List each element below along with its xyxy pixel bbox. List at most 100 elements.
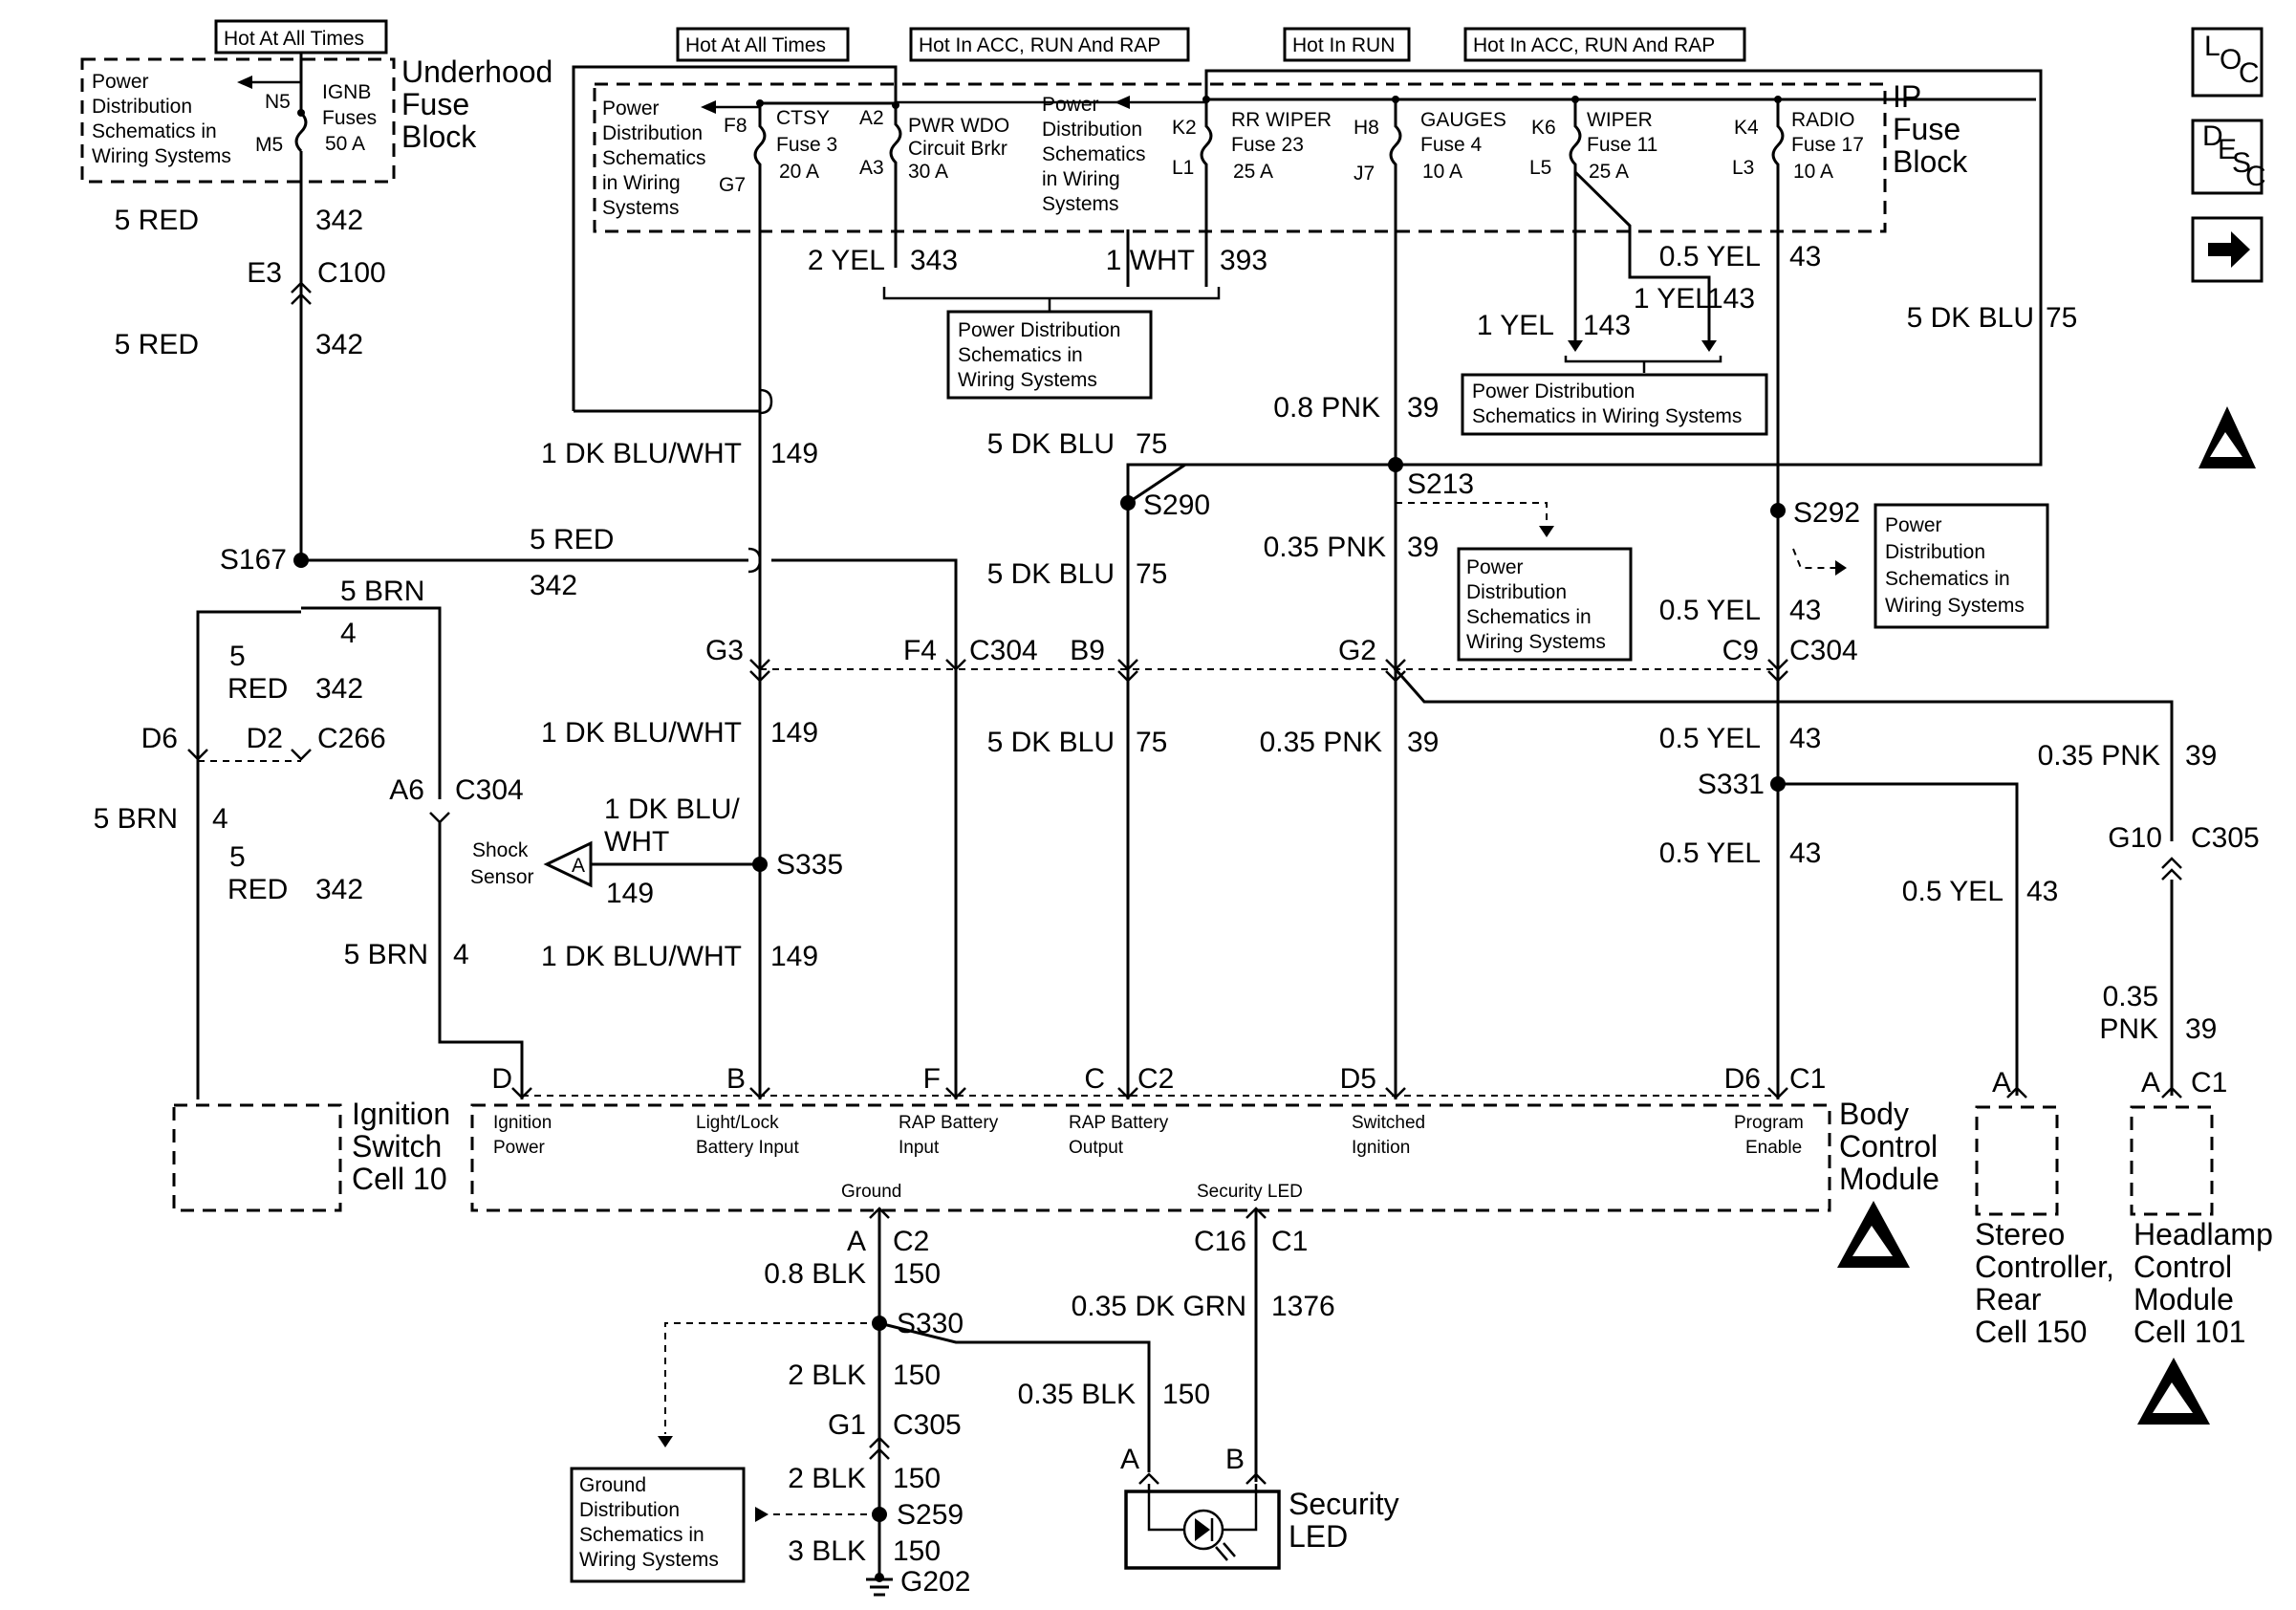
svg-text:Ignition: Ignition	[493, 1113, 552, 1133]
svg-text:Module: Module	[1839, 1162, 1939, 1196]
svg-text:PWR WDO: PWR WDO	[908, 115, 1009, 137]
svg-text:75: 75	[1136, 428, 1167, 460]
svg-text:RAP Battery: RAP Battery	[899, 1113, 999, 1133]
svg-text:3 BLK: 3 BLK	[788, 1535, 866, 1567]
svg-text:B9: B9	[1070, 635, 1105, 666]
svg-text:Ignition: Ignition	[1352, 1138, 1410, 1158]
svg-text:Block: Block	[401, 120, 477, 154]
svg-text:Output: Output	[1069, 1138, 1124, 1158]
svg-text:Controller,: Controller,	[1975, 1250, 2114, 1284]
svg-text:39: 39	[1407, 532, 1439, 563]
svg-text:43: 43	[1789, 595, 1821, 626]
svg-text:Hot At All Times: Hot At All Times	[685, 34, 826, 56]
svg-text:A2: A2	[859, 107, 884, 129]
svg-text:0.35 PNK: 0.35 PNK	[1264, 532, 1386, 563]
svg-text:D5: D5	[1340, 1063, 1376, 1095]
svg-text:10 A: 10 A	[1422, 161, 1462, 183]
svg-text:D6: D6	[1724, 1063, 1761, 1095]
svg-text:C305: C305	[893, 1409, 962, 1441]
svg-text:0.8 BLK: 0.8 BLK	[764, 1258, 866, 1290]
loc-icon[interactable]: L O C	[2191, 27, 2264, 98]
svg-text:C304: C304	[455, 774, 524, 806]
svg-text:Battery Input: Battery Input	[696, 1138, 799, 1158]
svg-text:Fuse 3: Fuse 3	[776, 134, 837, 156]
svg-text:Wiring Systems: Wiring Systems	[1466, 631, 1606, 653]
svg-text:G3: G3	[705, 635, 744, 666]
svg-text:Switch: Switch	[352, 1129, 442, 1164]
svg-text:Body: Body	[1839, 1097, 1909, 1131]
fuse-gauges: H8 J7 GAUGES Fuse 4 10 A	[1354, 109, 1506, 185]
svg-text:Schematics in Wiring Systems: Schematics in Wiring Systems	[1472, 405, 1742, 427]
svg-text:75: 75	[1136, 727, 1167, 758]
svg-text:342: 342	[530, 570, 577, 601]
svg-text:Fuse: Fuse	[401, 87, 469, 121]
svg-text:A3: A3	[859, 157, 884, 179]
svg-text:25 A: 25 A	[1233, 161, 1273, 183]
svg-text:5 DK BLU: 5 DK BLU	[987, 428, 1115, 460]
svg-text:Power: Power	[602, 98, 660, 120]
headlamp-control-module: A C1 Headlamp Control Module Cell 101	[2130, 1067, 2273, 1425]
svg-text:A: A	[847, 1226, 866, 1257]
svg-text:0.8 PNK: 0.8 PNK	[1273, 392, 1380, 424]
svg-text:Schematics in: Schematics in	[92, 120, 217, 142]
fuse-rr-wiper: K2 L1 RR WIPER Fuse 23 25 A	[1172, 109, 1332, 183]
svg-text:K2: K2	[1172, 117, 1197, 139]
svg-text:Headlamp: Headlamp	[2134, 1217, 2273, 1251]
svg-text:5: 5	[229, 641, 246, 672]
svg-text:G1: G1	[828, 1409, 866, 1441]
svg-text:C305: C305	[2191, 822, 2260, 854]
svg-text:Schematics in: Schematics in	[579, 1524, 704, 1546]
svg-text:Schematics in: Schematics in	[1466, 606, 1592, 628]
svg-text:CTSY: CTSY	[776, 107, 830, 129]
svg-text:50 A: 50 A	[325, 133, 365, 155]
svg-text:39: 39	[2185, 740, 2217, 772]
svg-text:150: 150	[1162, 1379, 1210, 1410]
svg-text:Input: Input	[899, 1138, 940, 1158]
svg-text:D: D	[2202, 120, 2223, 152]
svg-text:149: 149	[770, 941, 818, 972]
svg-text:Fuses: Fuses	[322, 107, 377, 129]
svg-text:S290: S290	[1143, 490, 1210, 521]
svg-text:Hot In ACC, RUN And RAP: Hot In ACC, RUN And RAP	[1473, 34, 1715, 56]
svg-text:Cell 150: Cell 150	[1975, 1315, 2087, 1349]
svg-text:S331: S331	[1698, 769, 1765, 800]
svg-text:Distribution: Distribution	[579, 1499, 680, 1521]
svg-text:Fuse 4: Fuse 4	[1420, 134, 1483, 156]
svg-text:5: 5	[229, 841, 246, 873]
svg-text:5 BRN: 5 BRN	[94, 803, 178, 835]
next-arrow-icon[interactable]	[2191, 216, 2264, 283]
ignition-switch: Ignition Switch Cell 10	[172, 1097, 450, 1212]
fuse-pwr-wdo: A2 A3 PWR WDO Circuit Brkr 30 A	[859, 107, 1009, 183]
svg-text:Rear: Rear	[1975, 1282, 2042, 1316]
svg-text:G2: G2	[1338, 635, 1376, 666]
svg-text:IGNB: IGNB	[322, 81, 371, 103]
svg-text:143: 143	[1583, 310, 1631, 341]
svg-text:C1: C1	[1789, 1063, 1826, 1095]
svg-text:Ground: Ground	[579, 1474, 646, 1496]
svg-text:RADIO: RADIO	[1791, 109, 1855, 131]
svg-text:Wiring Systems: Wiring Systems	[92, 145, 231, 167]
svg-text:S167: S167	[220, 544, 287, 576]
svg-text:Module: Module	[2134, 1282, 2234, 1316]
desc-icon[interactable]: D E S C	[2191, 119, 2266, 195]
svg-text:M5: M5	[255, 134, 283, 156]
svg-text:43: 43	[1789, 838, 1821, 869]
svg-text:4: 4	[453, 939, 469, 970]
svg-text:Systems: Systems	[1042, 193, 1119, 215]
header-ip-hot-acc: Hot In ACC, RUN And RAP	[909, 27, 1190, 62]
svg-text:342: 342	[315, 874, 363, 905]
svg-text:LED: LED	[1289, 1519, 1348, 1554]
ground-circuit: A C2 0.8 BLK 150 S330 2 BLK 150 G1 C305 …	[658, 1207, 1210, 1598]
svg-text:0.35 PNK: 0.35 PNK	[2038, 740, 2160, 772]
svg-text:30 A: 30 A	[908, 161, 948, 183]
svg-text:C16: C16	[1194, 1226, 1246, 1257]
svg-text:D6: D6	[141, 723, 178, 754]
svg-text:K4: K4	[1734, 117, 1759, 139]
svg-text:Fuse 11: Fuse 11	[1587, 134, 1657, 156]
svg-text:F: F	[923, 1063, 941, 1095]
svg-text:C266: C266	[317, 723, 386, 754]
svg-text:C: C	[1084, 1063, 1105, 1095]
svg-text:0.35 BLK: 0.35 BLK	[1018, 1379, 1136, 1410]
svg-text:A6: A6	[389, 774, 424, 806]
bcm-pin-switched-ignition: D5 Switched Ignition	[1340, 1063, 1425, 1158]
